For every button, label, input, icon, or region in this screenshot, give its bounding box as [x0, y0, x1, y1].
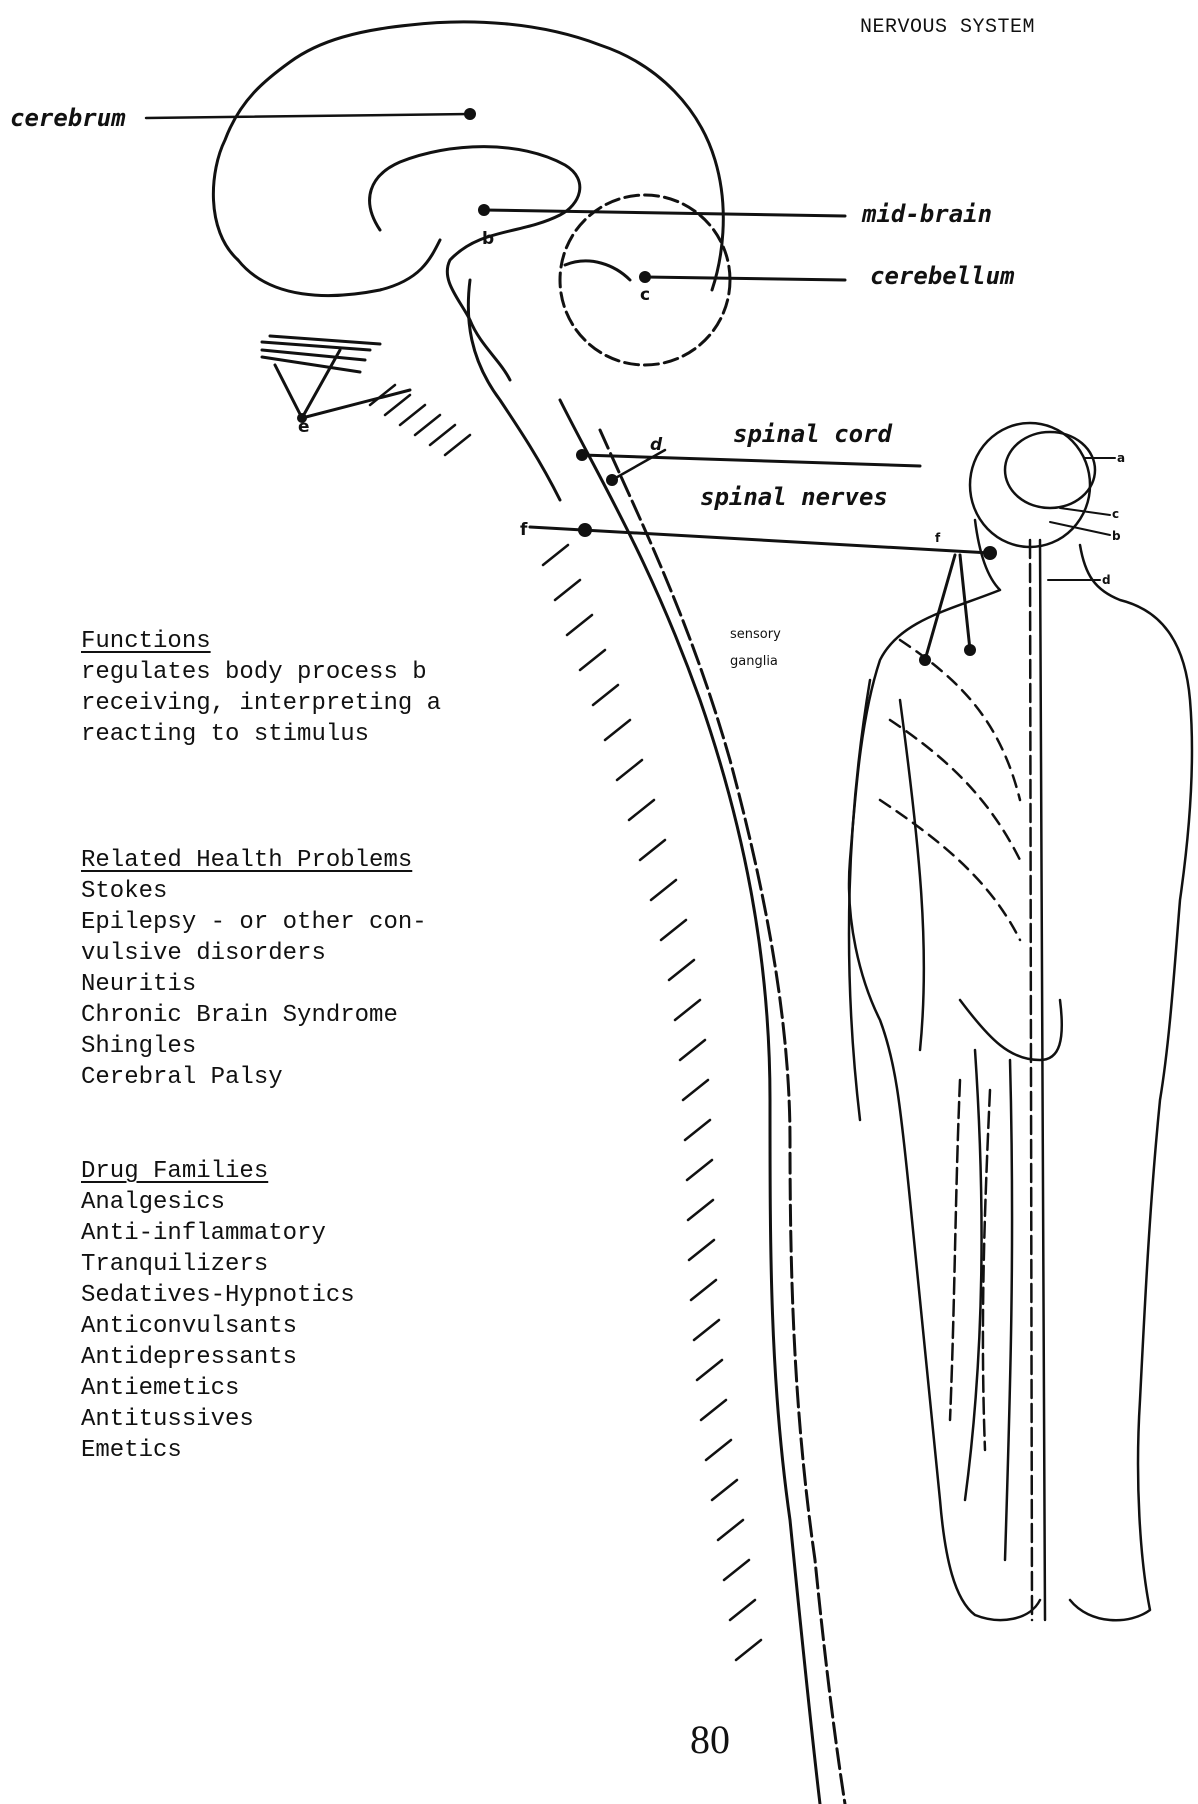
- letter-c: c: [640, 285, 650, 305]
- point-cerebrum: [464, 108, 476, 120]
- functions-section: Functions regulates body process b recei…: [81, 626, 441, 750]
- point-b: [478, 204, 490, 216]
- cerebellum-inner: [565, 261, 630, 280]
- health-problem-item: vulsive disorders: [81, 938, 427, 969]
- body-letter-c: c: [1112, 507, 1119, 521]
- spinal-cord-line: [560, 400, 820, 1804]
- body-letter-a: a: [1117, 451, 1125, 465]
- drug-family-item: Anticonvulsants: [81, 1311, 355, 1342]
- ganglia-line-2: ganglia: [730, 654, 778, 669]
- cranial-nerves: [262, 336, 380, 372]
- health-problem-item: Shingles: [81, 1031, 427, 1062]
- drug-families-section: Drug Families Analgesics Anti-inflammato…: [81, 1156, 355, 1466]
- spinal-cord-line-2: [600, 430, 845, 1804]
- health-problems-heading: Related Health Problems: [81, 845, 427, 876]
- health-problem-item: Neuritis: [81, 969, 427, 1000]
- letter-b: b: [482, 229, 494, 249]
- body-point-3: [964, 644, 976, 656]
- body-figure: [849, 423, 1192, 1620]
- functions-line: reacting to stimulus: [81, 719, 441, 750]
- body-letter-b: b: [1112, 529, 1121, 543]
- drug-family-item: Tranquilizers: [81, 1249, 355, 1280]
- body-leader-b: [1050, 522, 1110, 535]
- label-spinal-cord: spinal cord: [733, 420, 892, 448]
- functions-line: receiving, interpreting a: [81, 688, 441, 719]
- drug-family-item: Analgesics: [81, 1187, 355, 1218]
- health-problem-item: Cerebral Palsy: [81, 1062, 427, 1093]
- functions-heading: Functions: [81, 626, 441, 657]
- health-problems-section: Related Health Problems Stokes Epilepsy …: [81, 845, 427, 1093]
- drug-families-heading: Drug Families: [81, 1156, 355, 1187]
- body-letter-d: d: [1102, 573, 1111, 587]
- leader-spinal-cord: [582, 455, 920, 466]
- drug-family-item: Antiemetics: [81, 1373, 355, 1404]
- body-point-2: [919, 654, 931, 666]
- point-spinal-nerves: [606, 474, 618, 486]
- spinal-nerve-stubs: [370, 385, 761, 1660]
- drug-family-item: Antidepressants: [81, 1342, 355, 1373]
- body-letter-f: f: [935, 531, 941, 545]
- midbrain-outline: [370, 147, 580, 380]
- body-point-1: [983, 546, 997, 560]
- brain-stem: [468, 280, 560, 500]
- label-mid-brain: mid-brain: [861, 200, 992, 228]
- ganglia-line-1: sensory: [730, 627, 781, 642]
- page-number: 80: [690, 1716, 730, 1763]
- drug-family-item: Sedatives-Hypnotics: [81, 1280, 355, 1311]
- leader-cerebrum: [146, 114, 470, 118]
- point-f: [578, 523, 592, 537]
- cerebrum-inner: [238, 240, 440, 296]
- drug-family-item: Anti-inflammatory: [81, 1218, 355, 1249]
- point-spinal-cord: [576, 449, 588, 461]
- label-spinal-nerves: spinal nerves: [700, 483, 888, 511]
- body-leader-f: [925, 555, 970, 660]
- letter-e: e: [298, 417, 310, 437]
- functions-line: regulates body process b: [81, 657, 441, 688]
- point-c: [639, 271, 651, 283]
- letter-f: f: [520, 520, 528, 540]
- leader-e: [275, 350, 410, 418]
- letter-d: d: [650, 435, 663, 455]
- label-cerebrum: cerebrum: [10, 104, 126, 132]
- drug-family-item: Emetics: [81, 1435, 355, 1466]
- cerebrum-outline: [213, 22, 723, 290]
- health-problem-item: Stokes: [81, 876, 427, 907]
- leader-cerebellum: [645, 277, 845, 280]
- health-problem-item: Epilepsy - or other con-: [81, 907, 427, 938]
- health-problem-item: Chronic Brain Syndrome: [81, 1000, 427, 1031]
- leader-mid-brain: [484, 210, 845, 216]
- drug-family-item: Antitussives: [81, 1404, 355, 1435]
- leader-f: [530, 527, 990, 553]
- label-cerebellum: cerebellum: [870, 262, 1015, 290]
